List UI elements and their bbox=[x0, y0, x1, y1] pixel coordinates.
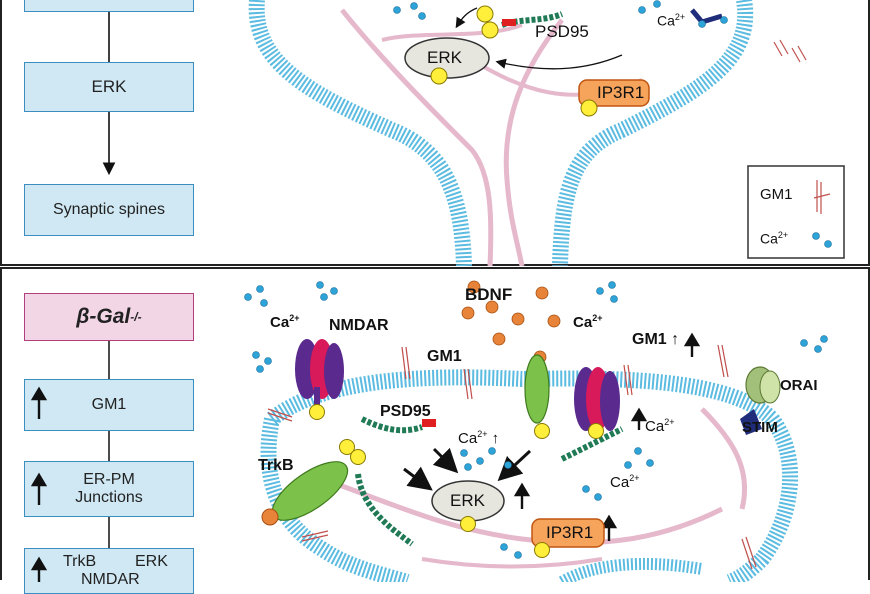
ca-label-top: Ca2+ bbox=[657, 12, 685, 29]
trkb-label: TrkB bbox=[258, 457, 294, 475]
psd95-red-block-top bbox=[502, 19, 516, 26]
ca-label-bottom-3: Ca2+ ↑ bbox=[458, 429, 499, 447]
legend-gm1-label: GM1 bbox=[760, 186, 793, 203]
nmdar-label: NMDAR bbox=[329, 317, 389, 335]
top-panel-wt: ERK Synaptic spines bbox=[0, 0, 870, 266]
gm1-label-right: GM1 ↑ bbox=[632, 331, 679, 349]
erk-label-top: ERK bbox=[427, 48, 462, 68]
stim-label: STIM bbox=[742, 419, 778, 436]
bdnf-label: BDNF bbox=[465, 285, 512, 305]
ca-label-bottom-5: Ca2+ bbox=[610, 473, 639, 491]
stim-fragment-top bbox=[692, 10, 722, 22]
ca-label-bottom-1: Ca2+ bbox=[270, 313, 299, 331]
bottom-diagram-svg bbox=[2, 269, 870, 582]
flow-up-arrows bbox=[33, 389, 45, 582]
legend-ca-label: Ca2+ bbox=[760, 230, 788, 247]
er-bottom-3 bbox=[422, 559, 602, 567]
orai-label: ORAI bbox=[780, 377, 818, 394]
bottom-panel-bgal-ko: β-Gal-/- GM1 ER-PM Junctions TrkB ERK NM… bbox=[0, 267, 870, 580]
psd95-label-top: PSD95 bbox=[535, 22, 589, 42]
ip3r1-label-top: IP3R1 bbox=[597, 83, 644, 103]
orai-channel bbox=[746, 367, 780, 403]
trkb-receptor-middle bbox=[525, 355, 549, 423]
erk-arrow-1 bbox=[457, 8, 477, 26]
nmdar-receptor-right bbox=[574, 367, 620, 431]
er-tubule-2 bbox=[506, 20, 562, 266]
top-diagram-svg bbox=[2, 0, 870, 266]
ip3r1-label-bottom: IP3R1 bbox=[546, 523, 593, 543]
psd95-label-bottom: PSD95 bbox=[380, 403, 431, 421]
erk-arrow-2 bbox=[498, 55, 622, 69]
erk-label-bottom: ERK bbox=[450, 491, 485, 511]
ca-label-bottom-2: Ca2+ bbox=[573, 313, 602, 331]
ca-label-bottom-4: Ca2+ bbox=[645, 417, 674, 435]
gm1-label-left: GM1 bbox=[427, 348, 462, 366]
gm1-markers-top bbox=[774, 40, 806, 62]
er-bottom-2 bbox=[702, 409, 745, 509]
membrane-bottom-inner bbox=[562, 564, 702, 582]
